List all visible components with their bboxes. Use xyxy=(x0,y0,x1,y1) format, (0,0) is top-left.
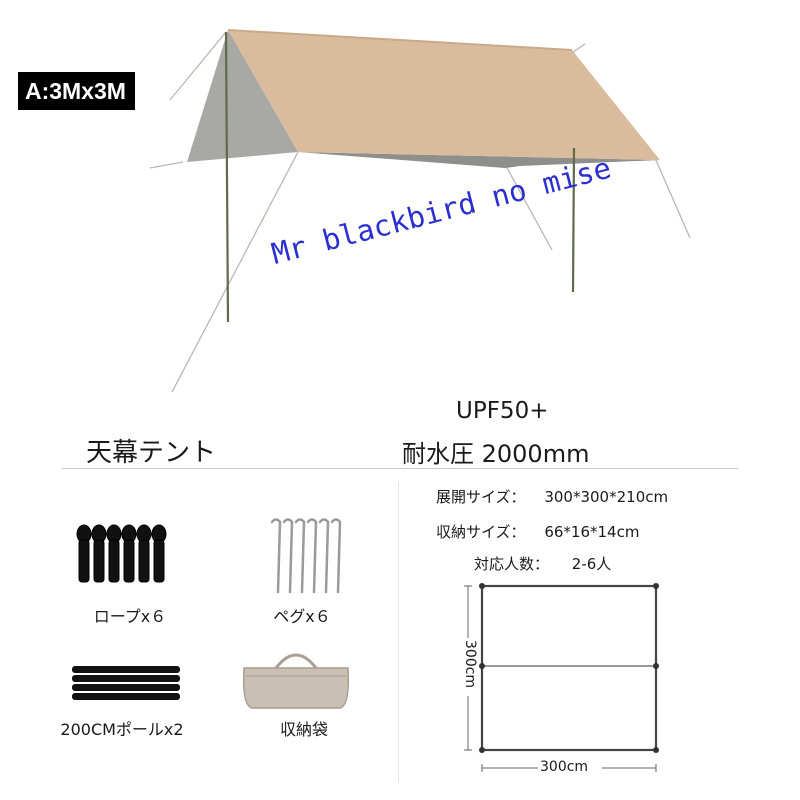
rope-icon xyxy=(76,524,167,583)
product-title: 天幕テント xyxy=(86,438,217,468)
spec-row-packed-size: 収納サイズ： 66*16*14cm xyxy=(436,521,639,542)
spec-label: 対応人数： xyxy=(474,555,550,573)
plan-height-label: 300cm xyxy=(462,640,478,689)
water-resistance: 耐水圧 2000mm xyxy=(402,440,590,468)
tarp-roof xyxy=(228,30,660,160)
guy-lines xyxy=(149,31,691,393)
tarp-tent-illustration xyxy=(149,29,691,393)
spec-label: 展開サイズ： xyxy=(436,488,526,506)
tent-poles xyxy=(224,31,576,323)
pole-icon xyxy=(72,666,180,700)
spec-row-open-size: 展開サイズ： 300*300*210cm xyxy=(436,486,668,507)
size-badge: A:3Mx3M xyxy=(18,72,135,110)
column-divider xyxy=(398,482,399,782)
ridge-line xyxy=(227,29,573,51)
plan-width-label: 300cm xyxy=(540,759,589,775)
spec-value: 66*16*14cm xyxy=(544,523,640,541)
tarp-side-wall xyxy=(187,30,298,162)
spec-value: 2-6人 xyxy=(571,555,612,573)
tarp-underside xyxy=(298,152,660,168)
upf-rating: UPF50+ xyxy=(456,398,549,424)
storage-bag-icon xyxy=(242,653,350,709)
peg-label: ペグx６ xyxy=(273,607,331,626)
peg-icon xyxy=(270,518,342,594)
spec-value: 300*300*210cm xyxy=(544,488,669,506)
storage-bag-label: 収納袋 xyxy=(279,720,328,739)
spec-row-capacity: 対応人数： 2-6人 xyxy=(474,553,611,574)
pole-label: 200CMポールx2 xyxy=(60,720,184,739)
plan-outline xyxy=(480,584,658,752)
rope-label: ロープx６ xyxy=(93,607,167,626)
section-divider xyxy=(62,468,738,469)
tarp-plan-diagram xyxy=(464,583,659,772)
spec-label: 収納サイズ： xyxy=(436,523,526,541)
